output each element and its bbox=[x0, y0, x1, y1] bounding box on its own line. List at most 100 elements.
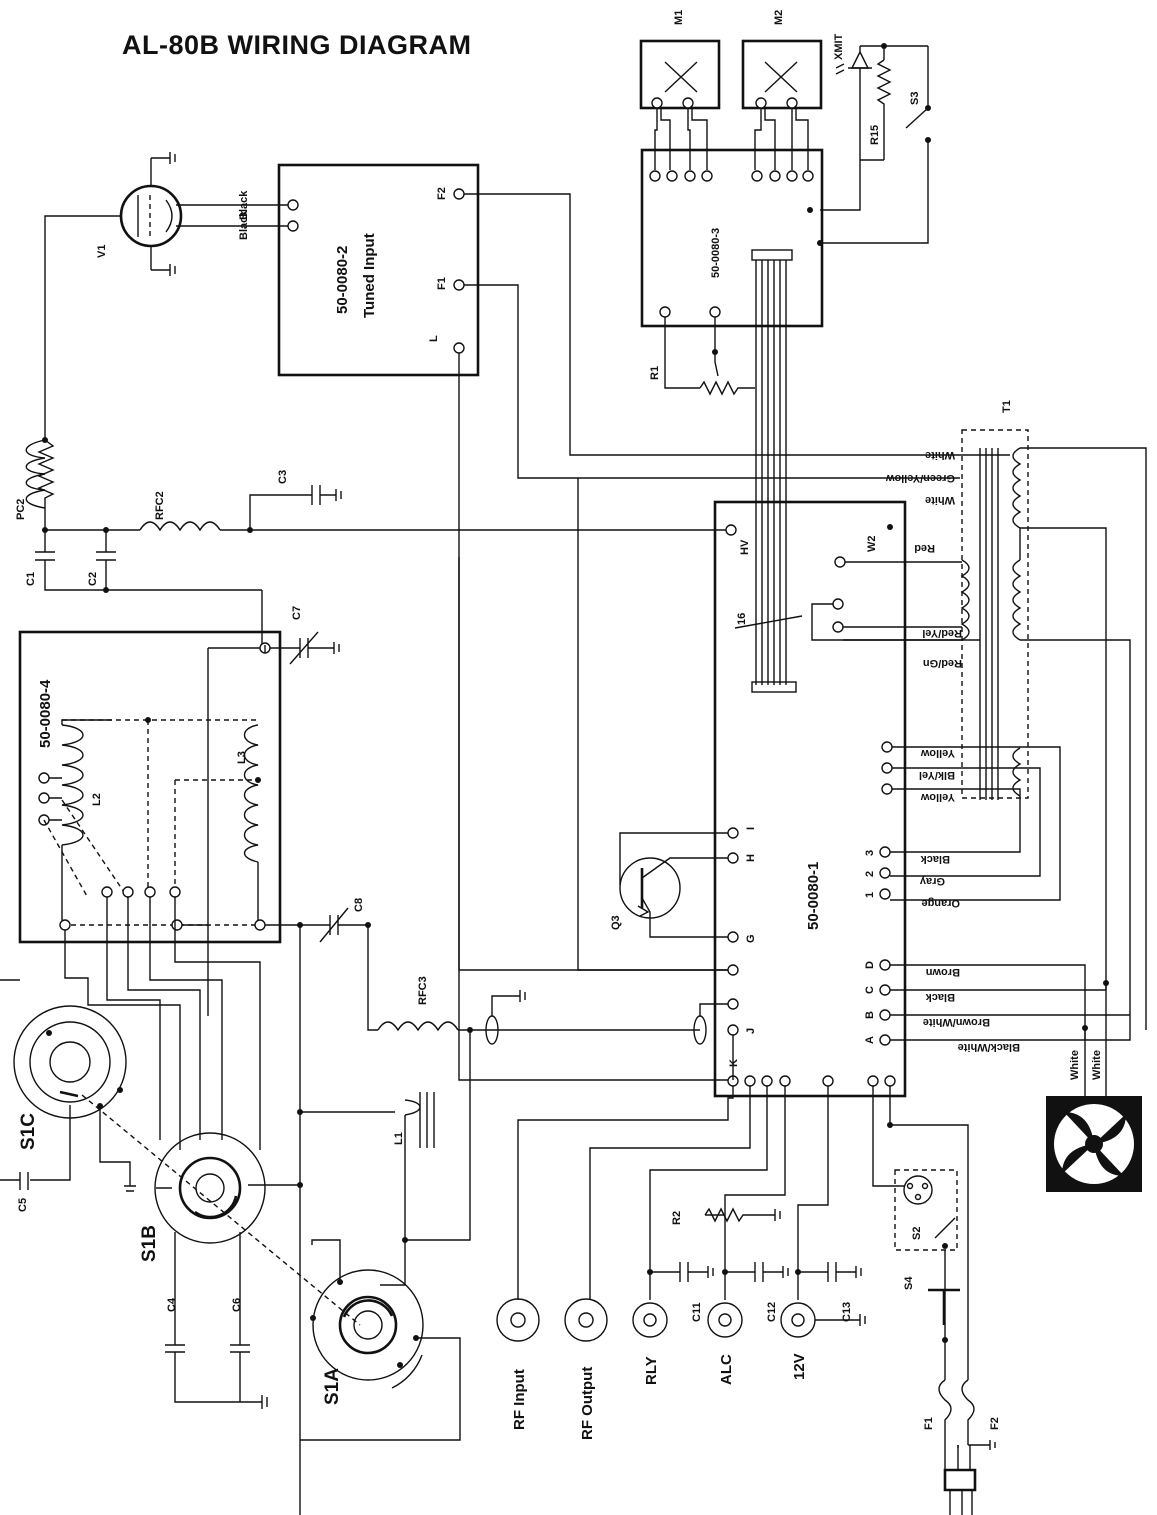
svg-text:RFC2: RFC2 bbox=[154, 491, 166, 520]
jack-rf-output: RF Output bbox=[564, 1298, 608, 1440]
svg-text:RF Input: RF Input bbox=[511, 1369, 528, 1430]
resistor-r15 bbox=[876, 59, 892, 160]
svg-text:L3: L3 bbox=[236, 751, 248, 764]
board-50-0080-3: 50-0080-3 bbox=[640, 148, 824, 328]
cooling-fan: White White bbox=[1046, 980, 1142, 1192]
svg-text:C13: C13 bbox=[841, 1302, 853, 1322]
svg-text:J: J bbox=[745, 1028, 757, 1034]
svg-text:C1: C1 bbox=[25, 572, 37, 586]
svg-text:RF Output: RF Output bbox=[579, 1367, 596, 1440]
svg-text:W2: W2 bbox=[866, 536, 878, 553]
svg-text:White: White bbox=[925, 494, 955, 506]
svg-text:1: 1 bbox=[864, 892, 876, 898]
svg-text:Blk/Yel: Blk/Yel bbox=[919, 769, 955, 781]
resistor-r1 bbox=[699, 380, 755, 396]
svg-text:Brown: Brown bbox=[926, 966, 961, 978]
svg-text:G: G bbox=[745, 934, 757, 943]
switch-s1a: S1A bbox=[300, 1239, 461, 1441]
ribbon-cable bbox=[734, 260, 803, 693]
svg-text:D: D bbox=[864, 961, 876, 969]
svg-text:Black: Black bbox=[238, 210, 250, 240]
svg-text:Q3: Q3 bbox=[610, 915, 622, 930]
jack-12v: 12V bbox=[780, 1302, 816, 1380]
board-2-sublabel: Tuned Input bbox=[361, 233, 378, 318]
svg-text:F2: F2 bbox=[989, 1417, 1001, 1430]
svg-text:S1C: S1C bbox=[18, 1113, 39, 1150]
svg-text:K: K bbox=[728, 1059, 740, 1067]
board-50-0080-2: 50-0080-2 Tuned Input F2 F1 L bbox=[277, 163, 480, 377]
svg-text:B: B bbox=[864, 1011, 876, 1019]
svg-text:C8: C8 bbox=[353, 898, 365, 912]
switch-s1c: S1C C5 bbox=[0, 1005, 136, 1212]
svg-text:12V: 12V bbox=[791, 1353, 808, 1380]
svg-text:Black: Black bbox=[920, 853, 950, 865]
svg-text:PC2: PC2 bbox=[15, 499, 27, 520]
svg-text:L2: L2 bbox=[91, 793, 103, 806]
svg-text:S1A: S1A bbox=[322, 1368, 343, 1405]
switch-s4: S4 bbox=[903, 1276, 960, 1343]
xmit-led bbox=[835, 46, 872, 84]
svg-text:C3: C3 bbox=[277, 470, 289, 484]
capacitor-c8: C8 bbox=[300, 898, 371, 943]
svg-text:C11: C11 bbox=[691, 1302, 703, 1322]
resistor-r2 bbox=[704, 1207, 781, 1223]
fuse-f2: F2 bbox=[961, 1379, 1001, 1445]
svg-text:C4: C4 bbox=[166, 1297, 178, 1312]
switch-s3 bbox=[820, 46, 929, 244]
board-50-0080-4: 50-0080-4 L2 L3 bbox=[18, 630, 282, 944]
inductor-l1: L1 bbox=[300, 1092, 435, 1240]
choke-rfc3 bbox=[377, 1021, 459, 1032]
svg-text:F1: F1 bbox=[923, 1417, 935, 1430]
board-2-label: 50-0080-2 bbox=[334, 246, 351, 314]
board-1-label: 50-0080-1 bbox=[805, 862, 822, 930]
power-plug bbox=[943, 1445, 977, 1515]
svg-text:White: White bbox=[1069, 1050, 1081, 1080]
svg-text:Gray: Gray bbox=[919, 875, 945, 887]
transformer-t1: T1 bbox=[960, 400, 1029, 800]
capacitor-c7: C7 bbox=[270, 606, 340, 665]
svg-text:M2: M2 bbox=[773, 10, 785, 25]
svg-text:Orange: Orange bbox=[921, 897, 960, 909]
svg-text:L1: L1 bbox=[393, 1132, 405, 1145]
svg-text:XMIT: XMIT bbox=[833, 33, 845, 60]
tube-v1: V1 bbox=[44, 152, 288, 440]
svg-text:I: I bbox=[745, 827, 757, 830]
diagram-title: AL-80B WIRING DIAGRAM bbox=[122, 30, 472, 60]
svg-text:16: 16 bbox=[736, 613, 748, 625]
svg-text:Black: Black bbox=[925, 991, 955, 1003]
svg-text:F2: F2 bbox=[436, 187, 448, 200]
board-4-label: 50-0080-4 bbox=[37, 679, 54, 748]
svg-text:C2: C2 bbox=[87, 572, 99, 586]
jack-rf-input: RF Input bbox=[496, 1298, 540, 1430]
svg-text:S4: S4 bbox=[903, 1276, 915, 1290]
svg-text:ALC: ALC bbox=[718, 1354, 735, 1385]
svg-text:C12: C12 bbox=[766, 1302, 778, 1322]
transistor-q3: Q3 bbox=[610, 832, 728, 938]
svg-text:3: 3 bbox=[864, 850, 876, 856]
svg-text:C7: C7 bbox=[291, 606, 303, 620]
switch-s1b: S1B C4 C6 bbox=[139, 1132, 300, 1409]
svg-text:Yellow: Yellow bbox=[920, 747, 955, 759]
meter-m2 bbox=[741, 39, 823, 110]
svg-text:Red/Gn: Red/Gn bbox=[923, 657, 962, 669]
svg-text:V1: V1 bbox=[96, 245, 108, 258]
svg-text:White: White bbox=[925, 449, 955, 461]
svg-text:Green/Yellow: Green/Yellow bbox=[885, 472, 955, 484]
svg-text:S1B: S1B bbox=[139, 1225, 160, 1262]
meter-m1 bbox=[639, 39, 721, 110]
svg-text:C: C bbox=[864, 986, 876, 994]
svg-text:RFC3: RFC3 bbox=[417, 976, 429, 1005]
svg-text:C6: C6 bbox=[231, 1298, 243, 1312]
switch-s2: S2 bbox=[872, 1169, 958, 1285]
jack-rly: RLY bbox=[632, 1302, 668, 1385]
svg-text:T1: T1 bbox=[1001, 400, 1013, 413]
svg-text:A: A bbox=[864, 1036, 876, 1044]
svg-text:S3: S3 bbox=[909, 92, 921, 105]
svg-text:R15: R15 bbox=[869, 125, 881, 145]
svg-text:Black/White: Black/White bbox=[958, 1041, 1020, 1053]
fuse-f1: F1 bbox=[923, 1379, 952, 1445]
svg-text:R2: R2 bbox=[671, 1211, 683, 1225]
svg-text:H: H bbox=[745, 854, 757, 862]
svg-text:Red: Red bbox=[914, 542, 935, 554]
